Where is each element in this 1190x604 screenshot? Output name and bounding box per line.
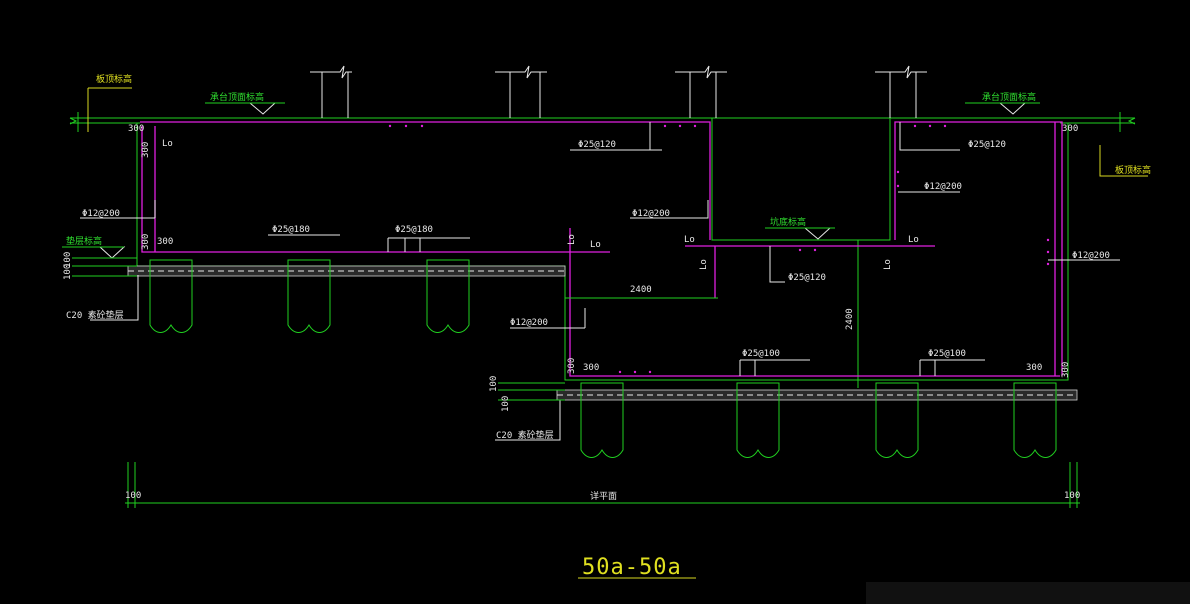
dim-300-b: 300 <box>1062 124 1078 134</box>
piles <box>149 259 1057 458</box>
rebar-callout-4: Φ12@200 <box>924 182 962 192</box>
rebar-callout-3: Φ12@200 <box>82 209 120 219</box>
dim-300-f: 300 <box>141 142 151 158</box>
dim-100-f: 100 <box>1064 491 1080 501</box>
rebar-dots <box>388 124 1050 374</box>
dim-300-i: 300 <box>1061 362 1071 378</box>
rebar-lines <box>140 121 1063 377</box>
rebar-callout-11: Φ25@100 <box>742 349 780 359</box>
rebar-callout-10: Φ12@200 <box>510 318 548 328</box>
leader-lines <box>80 122 1120 441</box>
rebar-callout-12: Φ25@100 <box>928 349 966 359</box>
lo-label-6: Lo <box>699 259 709 270</box>
section-title: 50a-50a <box>582 555 682 580</box>
lo-label-1: Lo <box>162 139 173 149</box>
label-top-left-yellow: 板顶标高 <box>96 73 132 85</box>
outline-outer <box>136 123 1069 381</box>
break-left <box>69 117 78 125</box>
dim-300-c: 300 <box>157 237 173 247</box>
label-cushion-left: C20 素砼垫层 <box>66 309 124 321</box>
elevation-markers <box>62 87 1148 259</box>
dim-2400-b: 2400 <box>845 308 855 330</box>
dim-100-c: 100 <box>489 376 499 392</box>
rebar-callout-1: Φ25@120 <box>578 140 616 150</box>
dim-100-a: 100 <box>63 252 73 268</box>
dimension-lines <box>72 112 1121 579</box>
dim-300-e: 300 <box>1026 363 1042 373</box>
lo-label-7: Lo <box>883 259 893 270</box>
label-right-yellow: 板顶标高 <box>1115 164 1151 176</box>
rebar-callout-8: Φ25@120 <box>788 273 826 283</box>
dim-2400-a: 2400 <box>630 285 652 295</box>
label-left-bottom-green: 垫层标高 <box>66 235 102 247</box>
label-bottom-dim: 详平面 <box>590 490 617 502</box>
dim-300-h: 300 <box>567 358 577 374</box>
dim-100-b: 100 <box>63 264 73 280</box>
lo-label-3: Lo <box>684 235 695 245</box>
dim-100-e: 100 <box>125 491 141 501</box>
label-top-left-green: 承台顶面标高 <box>210 91 264 103</box>
rebar-callout-2: Φ25@120 <box>968 140 1006 150</box>
break-right <box>1127 117 1136 125</box>
label-mid-green: 坑底标高 <box>770 216 806 228</box>
rebar-callout-5: Φ25@180 <box>272 225 310 235</box>
dim-100-d: 100 <box>501 396 511 412</box>
column-stubs <box>310 65 927 118</box>
rebar-callout-7: Φ12@200 <box>632 209 670 219</box>
rebar-callout-9: Φ12@200 <box>1072 251 1110 261</box>
rebar-callout-6: Φ25@180 <box>395 225 433 235</box>
label-top-right-green: 承台顶面标高 <box>982 91 1036 103</box>
status-corner <box>866 582 1190 604</box>
label-cushion-right: C20 素砼垫层 <box>496 429 554 441</box>
outline-pit-step <box>711 118 891 241</box>
dim-300-d: 300 <box>583 363 599 373</box>
lo-label-4: Lo <box>908 235 919 245</box>
dim-300-a: 300 <box>128 124 144 134</box>
lo-label-2: Lo <box>590 240 601 250</box>
lo-label-5: Lo <box>567 234 577 245</box>
dim-300-g: 300 <box>141 234 151 250</box>
